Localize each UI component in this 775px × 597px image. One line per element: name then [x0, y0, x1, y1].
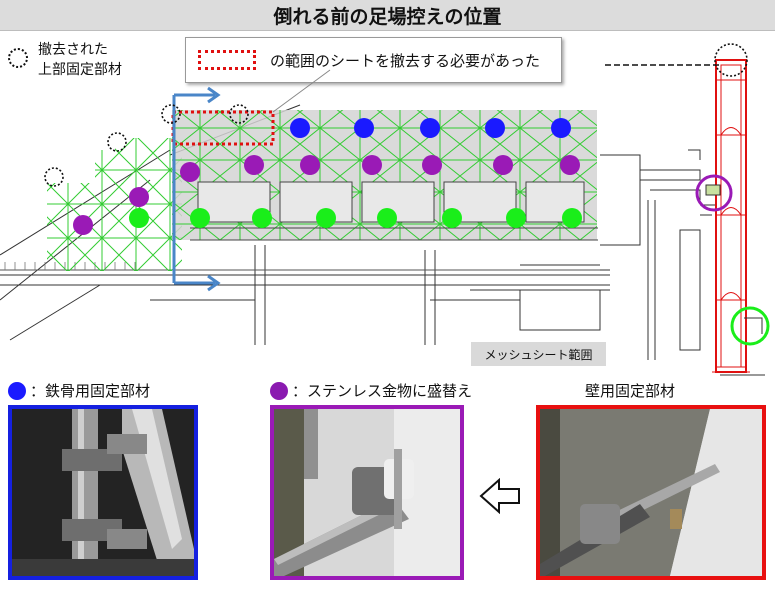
- mesh-sheet-label-text: メッシュシート範囲: [484, 347, 593, 362]
- photo-steel-fixing: [8, 405, 198, 580]
- legend-purple-label: ：ステンレス金物に盛替え: [292, 382, 473, 400]
- removed-legend-line1: 撤去された: [38, 42, 108, 58]
- balcony-line: [190, 227, 598, 241]
- callout-text: の範囲のシートを撤去する必要があった: [270, 51, 541, 70]
- photo-wall-fixing: [536, 405, 766, 580]
- mesh-sheet-label: メッシュシート範囲: [471, 342, 606, 366]
- building-windows: [197, 181, 585, 223]
- purple-dot-icon: [270, 381, 288, 400]
- page-title: 倒れる前の足場控えの位置: [0, 0, 775, 31]
- blue-fixing-points: [290, 118, 571, 138]
- blue-arrow: [172, 86, 221, 292]
- legend-wall-label: 壁用固定部材: [585, 382, 676, 400]
- removed-legend-line2: 上部固定部材: [38, 62, 122, 78]
- callout-pointer: [272, 69, 331, 113]
- red-dotted-rect-icon: [198, 50, 256, 70]
- legend-blue-label: ：鉄骨用固定部材: [30, 382, 151, 400]
- scaffold-left-top: [115, 138, 182, 152]
- photo-steel-fixing-image: [12, 409, 194, 576]
- scaffold-left-lower: [47, 183, 182, 271]
- dotted-circle-icon: [8, 48, 28, 68]
- side-elevation: [605, 43, 770, 376]
- removed-legend: 撤去された 上部固定部材: [8, 40, 122, 80]
- purple-fixing-points: [73, 155, 580, 235]
- photo-stainless-fixing: [270, 405, 464, 580]
- sheet-removal-callout: の範囲のシートを撤去する必要があった: [185, 37, 562, 83]
- legend-purple: ：ステンレス金物に盛替え: [270, 380, 472, 401]
- photo-wall-fixing-image: [540, 409, 762, 576]
- title-text: 倒れる前の足場控えの位置: [273, 5, 502, 28]
- green-fixing-points: [129, 208, 582, 228]
- blue-dot-icon: [8, 381, 26, 400]
- photo-stainless-fixing-image: [274, 409, 460, 576]
- legend-wall: 壁用固定部材: [585, 380, 675, 401]
- legend-blue: ：鉄骨用固定部材: [8, 380, 150, 401]
- removed-part-markers: [44, 104, 249, 187]
- scaffold-left-mid: [95, 150, 182, 184]
- replace-arrow-icon: [479, 477, 521, 518]
